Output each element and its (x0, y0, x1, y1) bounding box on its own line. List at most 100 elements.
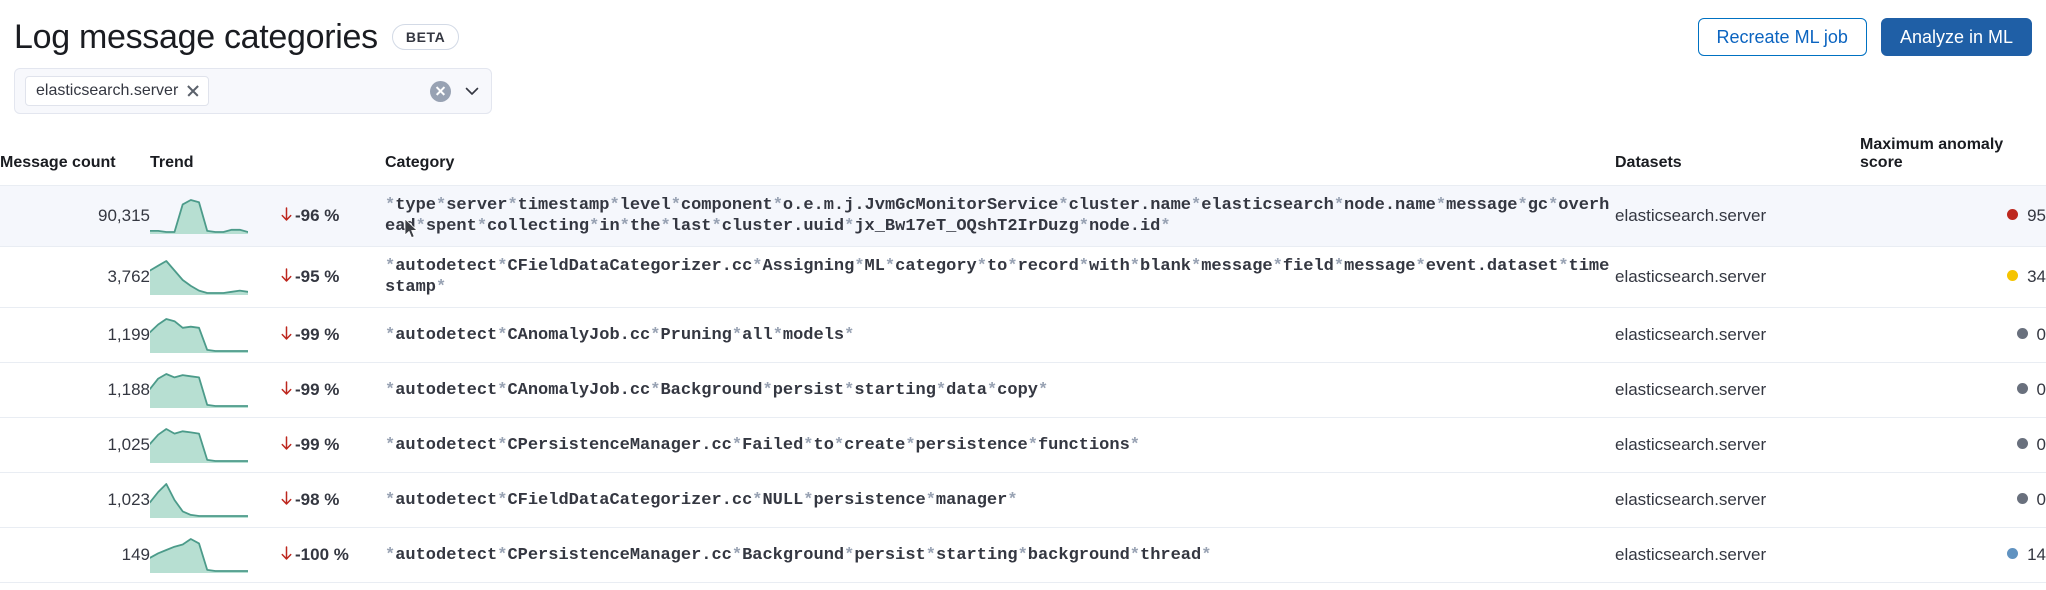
column-header-message-count[interactable]: Message count (0, 136, 150, 186)
filter-pill-elasticsearch-server[interactable]: elasticsearch.server (25, 76, 210, 106)
token-separator: * (385, 325, 396, 345)
column-header-maximum-anomaly-score[interactable]: Maximum anomaly score (1860, 136, 2046, 186)
column-header-category[interactable]: Category (385, 136, 1615, 186)
chevron-down-icon[interactable] (463, 82, 481, 100)
token-separator: * (844, 545, 855, 565)
cell-dataset: elasticsearch.server (1615, 362, 1860, 418)
analyze-in-ml-button[interactable]: Analyze in ML (1880, 18, 2032, 56)
cell-anomaly-score: 0 (1860, 417, 2046, 473)
token-separator: * (731, 435, 743, 455)
dataset-filter-combobox[interactable]: elasticsearch.server (14, 68, 492, 114)
token-separator: * (884, 257, 896, 276)
categories-table: Message count Trend Category Datasets Ma… (0, 136, 2046, 583)
token-separator: * (731, 545, 743, 565)
token-separator: * (925, 545, 936, 565)
severity-dot-icon (2007, 209, 2019, 220)
table-body: 90,315-96 %*type*server*timestamp*level*… (0, 185, 2046, 583)
trend-sparkline (150, 483, 248, 518)
trend-sparkline (150, 260, 248, 295)
token-separator: * (854, 257, 865, 276)
cell-dataset: elasticsearch.server (1615, 472, 1860, 528)
token-separator: * (833, 435, 845, 455)
token-separator: * (752, 257, 763, 276)
table-row[interactable]: 1,199-99 %*autodetect*CAnomalyJob.cc*Pru… (0, 307, 2046, 363)
token-separator: * (619, 217, 630, 236)
arrow-down-icon (280, 435, 293, 456)
arrow-down-icon (280, 206, 293, 227)
token-separator: * (507, 196, 518, 215)
cell-trend-delta: -98 % (280, 472, 385, 528)
token-separator: * (844, 380, 855, 400)
severity-dot-icon (2016, 328, 2028, 339)
token-separator: * (1058, 196, 1069, 215)
column-header-datasets[interactable]: Datasets (1615, 136, 1860, 186)
trend-sparkline (150, 199, 248, 234)
table-row[interactable]: 1,188-99 %*autodetect*CAnomalyJob.cc*Bac… (0, 362, 2046, 418)
token-separator: * (385, 490, 396, 510)
token-separator: * (1078, 217, 1089, 236)
token-separator: * (1435, 196, 1447, 215)
cell-message-count: 1,023 (0, 472, 150, 528)
table-header-row: Message count Trend Category Datasets Ma… (0, 136, 2046, 186)
table-row[interactable]: 1,023-98 %*autodetect*CFieldDataCategori… (0, 472, 2046, 528)
cell-anomaly-score: 0 (1860, 362, 2046, 418)
table-head: Message count Trend Category Datasets Ma… (0, 136, 2046, 186)
token-separator: * (905, 435, 916, 455)
token-separator: * (1272, 257, 1283, 276)
cell-trend (150, 417, 280, 473)
cell-category: *autodetect*CAnomalyJob.cc*Pruning*all*m… (385, 307, 1615, 363)
token-separator: * (935, 380, 947, 400)
token-separator: * (497, 325, 508, 345)
token-separator: * (1333, 196, 1345, 215)
severity-dot-icon (2016, 493, 2028, 504)
cell-trend (150, 307, 280, 363)
table-row[interactable]: 1,025-99 %*autodetect*CPersistenceManage… (0, 417, 2046, 473)
token-separator: * (762, 380, 773, 400)
severity-dot-icon (2016, 383, 2028, 394)
filter-pill-label: elasticsearch.server (36, 82, 179, 99)
cell-message-count: 1,188 (0, 362, 150, 418)
column-header-trend[interactable]: Trend (150, 136, 385, 186)
cell-message-count: 149 (0, 527, 150, 583)
table-row[interactable]: 3,762-95 %*autodetect*CFieldDataCategori… (0, 246, 2046, 308)
token-separator: * (986, 380, 998, 400)
table-row[interactable]: 149-100 %*autodetect*CPersistenceManager… (0, 527, 2046, 583)
arrow-down-icon (280, 325, 293, 346)
token-separator: * (844, 217, 855, 236)
token-separator: * (803, 435, 814, 455)
token-separator: * (609, 196, 620, 215)
cell-anomaly-score: 0 (1860, 307, 2046, 363)
close-icon[interactable] (186, 84, 200, 98)
trend-sparkline (150, 373, 248, 408)
token-separator: * (497, 380, 508, 400)
token-separator: * (752, 490, 763, 510)
table-row[interactable]: 90,315-96 %*type*server*timestamp*level*… (0, 185, 2046, 247)
token-separator: * (385, 196, 396, 215)
cell-trend-delta: -95 % (280, 246, 385, 308)
page-header: Log message categories BETA Recreate ML … (0, 0, 2046, 60)
token-separator: * (925, 490, 936, 510)
clear-circle-icon[interactable] (430, 80, 451, 102)
token-separator: * (1078, 257, 1089, 276)
token-separator: * (1129, 545, 1140, 565)
trend-sparkline (150, 428, 248, 463)
arrow-down-icon (280, 545, 293, 566)
cell-category: *autodetect*CFieldDataCategorizer.cc*Ass… (385, 246, 1615, 308)
token-separator: * (1027, 435, 1038, 455)
cell-anomaly-score: 34 (1860, 246, 2046, 308)
cell-trend (150, 527, 280, 583)
cell-trend-delta: -96 % (280, 185, 385, 247)
cell-category: *autodetect*CAnomalyJob.cc*Background*pe… (385, 362, 1615, 418)
severity-dot-icon (2007, 548, 2019, 559)
token-separator: * (497, 490, 508, 510)
cell-anomaly-score: 0 (1860, 472, 2046, 528)
token-separator: * (1201, 545, 1212, 565)
token-separator: * (1191, 196, 1202, 215)
arrow-down-icon (280, 267, 293, 288)
cell-dataset: elasticsearch.server (1615, 307, 1860, 363)
token-separator: * (497, 257, 508, 276)
token-separator: * (803, 490, 814, 510)
recreate-ml-job-button[interactable]: Recreate ML job (1697, 18, 1867, 56)
cell-dataset: elasticsearch.server (1615, 246, 1860, 308)
token-separator: * (385, 435, 396, 455)
